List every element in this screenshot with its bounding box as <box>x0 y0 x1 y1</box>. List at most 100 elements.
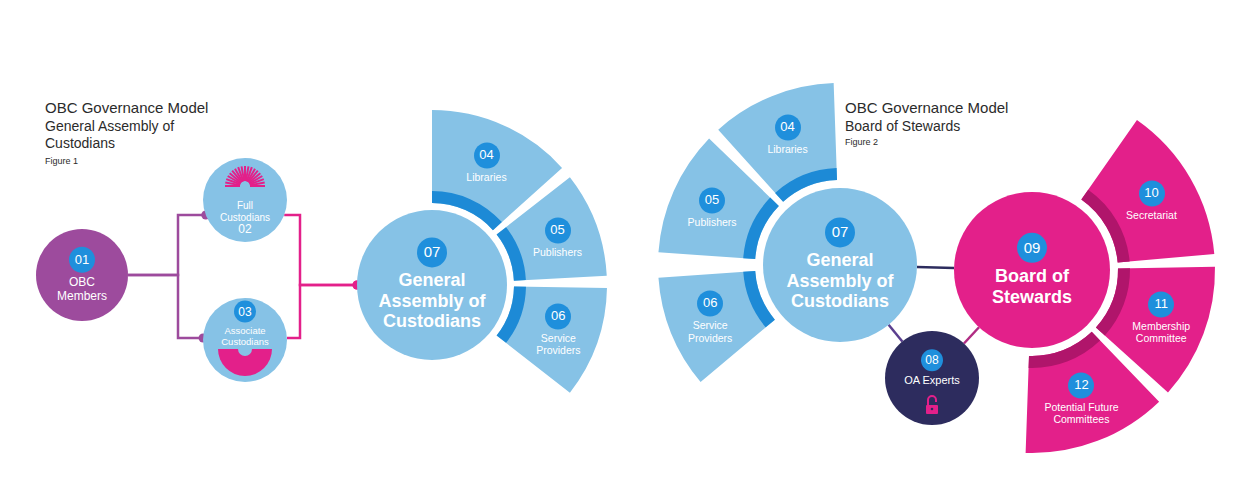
callout-number: 10 <box>1139 180 1165 206</box>
circle-fill <box>954 192 1110 348</box>
sunburst-ray <box>242 166 245 181</box>
node-label: Publishers <box>533 247 582 259</box>
callout-number: 01 <box>69 247 95 273</box>
figure-subtitle: General Assembly of Custodians <box>45 118 215 152</box>
text-group: 11Membership Committee <box>1119 292 1203 345</box>
connector-line <box>287 285 357 338</box>
callout-number: 05 <box>699 188 725 214</box>
circle-fill <box>203 298 287 382</box>
board-circle: 09Board of Stewards <box>954 192 1110 348</box>
text-group: 05Publishers <box>518 218 598 259</box>
node-label: OBC Members <box>46 276 118 304</box>
sector-band <box>1081 190 1129 263</box>
assembly-circle: 07General Assembly of Custodians <box>763 188 917 342</box>
sector-band <box>1029 332 1100 368</box>
stakeholder-sector: 06Service Providers <box>656 268 777 384</box>
node-label: Board of Stewards <box>967 266 1097 307</box>
text-group: 01OBC Members <box>46 247 118 304</box>
text-group: 06Service Providers <box>670 291 750 344</box>
callout-number: 07 <box>825 217 855 247</box>
node-label: General Assembly of Custodians <box>774 250 906 312</box>
connector <box>128 275 208 343</box>
custodian-circle: 03Associate Custodians <box>203 298 287 382</box>
connector-line <box>128 215 206 275</box>
node-label: Associate Custodians <box>210 326 280 348</box>
node-label: Membership Committee <box>1119 321 1203 345</box>
committee-sector: 12Potential Future Committees <box>1023 329 1162 455</box>
callout-number: 08 <box>921 349 943 371</box>
callout-number: 09 <box>1017 233 1047 263</box>
text-group: 12Potential Future Committees <box>1039 372 1123 425</box>
text-group: 04Libraries <box>748 115 828 156</box>
circle-fill <box>357 210 507 360</box>
sunburst-ray <box>250 179 264 184</box>
connector <box>284 215 361 290</box>
sector-fill <box>658 271 774 382</box>
text-group: 07General Assembly of Custodians <box>367 237 497 332</box>
figure-title: OBC Governance Model <box>845 99 1105 117</box>
connector-line <box>964 327 979 343</box>
member-circle: 01OBC Members <box>36 229 128 321</box>
custodian-circle: Full Custodians02 <box>203 158 287 242</box>
assembly-circle: 07General Assembly of Custodians <box>357 210 507 360</box>
circle-fill <box>203 158 287 242</box>
connector <box>889 325 903 342</box>
stakeholder-sector: 06Service Providers <box>494 284 609 395</box>
circle-fill <box>885 331 979 425</box>
connector-line <box>128 275 203 338</box>
node-label: Full Custodians <box>212 200 278 223</box>
node-label: General Assembly of Custodians <box>367 270 497 332</box>
padlock-keyhole <box>931 408 934 411</box>
stakeholder-sector: 05Publishers <box>656 136 781 262</box>
node-label: Service Providers <box>670 320 750 344</box>
sunburst-ray <box>250 183 265 186</box>
text-group: 03Associate Custodians <box>210 301 280 348</box>
expert-circle: 08 OA Experts <box>885 331 979 425</box>
callout-number: 03 <box>234 301 256 323</box>
sector-band <box>497 286 526 342</box>
circle-fill <box>36 229 128 321</box>
callout-number: 11 <box>1148 292 1174 318</box>
callout-number: 04 <box>474 142 500 168</box>
padlock-shackle <box>928 396 936 405</box>
connector <box>917 267 954 269</box>
figure-number: Figure 2 <box>845 137 945 148</box>
text-group: 10Secretariat <box>1112 180 1192 221</box>
sector-band <box>497 227 526 281</box>
text-group: 06Service Providers <box>518 303 598 356</box>
sector-band <box>1096 268 1130 335</box>
node-label: Libraries <box>466 171 506 183</box>
sector-fill <box>497 177 607 280</box>
node-label: Secretariat <box>1126 209 1177 221</box>
callout-number: 07 <box>417 237 447 267</box>
callout-number: 05 <box>545 218 571 244</box>
node-label: 02 <box>238 223 251 237</box>
text-group: 05Publishers <box>672 188 752 229</box>
sector-band <box>432 191 502 230</box>
text-group: 04Libraries <box>447 142 527 183</box>
text-group: 07General Assembly of Custodians <box>774 217 906 312</box>
figure-subtitle: Board of Stewards <box>845 118 1045 135</box>
committee-sector: 10Secretariat <box>1079 118 1217 265</box>
node-label: OA Experts <box>904 374 960 387</box>
node-label: Publishers <box>688 217 737 229</box>
node-label: Potential Future Committees <box>1039 401 1123 425</box>
sector-fill <box>1026 332 1160 453</box>
stakeholder-sector: 05Publishers <box>494 175 609 283</box>
connector <box>287 281 362 339</box>
text-group: Full Custodians02 <box>212 200 278 237</box>
padlock-body <box>926 405 938 414</box>
callout-number: 06 <box>697 291 723 317</box>
connector-line <box>889 325 903 342</box>
callout-number: 04 <box>775 115 801 141</box>
connector <box>964 327 979 343</box>
circle-fill <box>763 188 917 342</box>
text-group: 09Board of Stewards <box>967 233 1097 307</box>
sector-fill <box>497 286 607 392</box>
figure-number: Figure 1 <box>45 156 145 167</box>
node-label: Service Providers <box>518 332 598 356</box>
text-group: 08 OA Experts <box>902 349 962 387</box>
connector-line <box>284 215 357 285</box>
